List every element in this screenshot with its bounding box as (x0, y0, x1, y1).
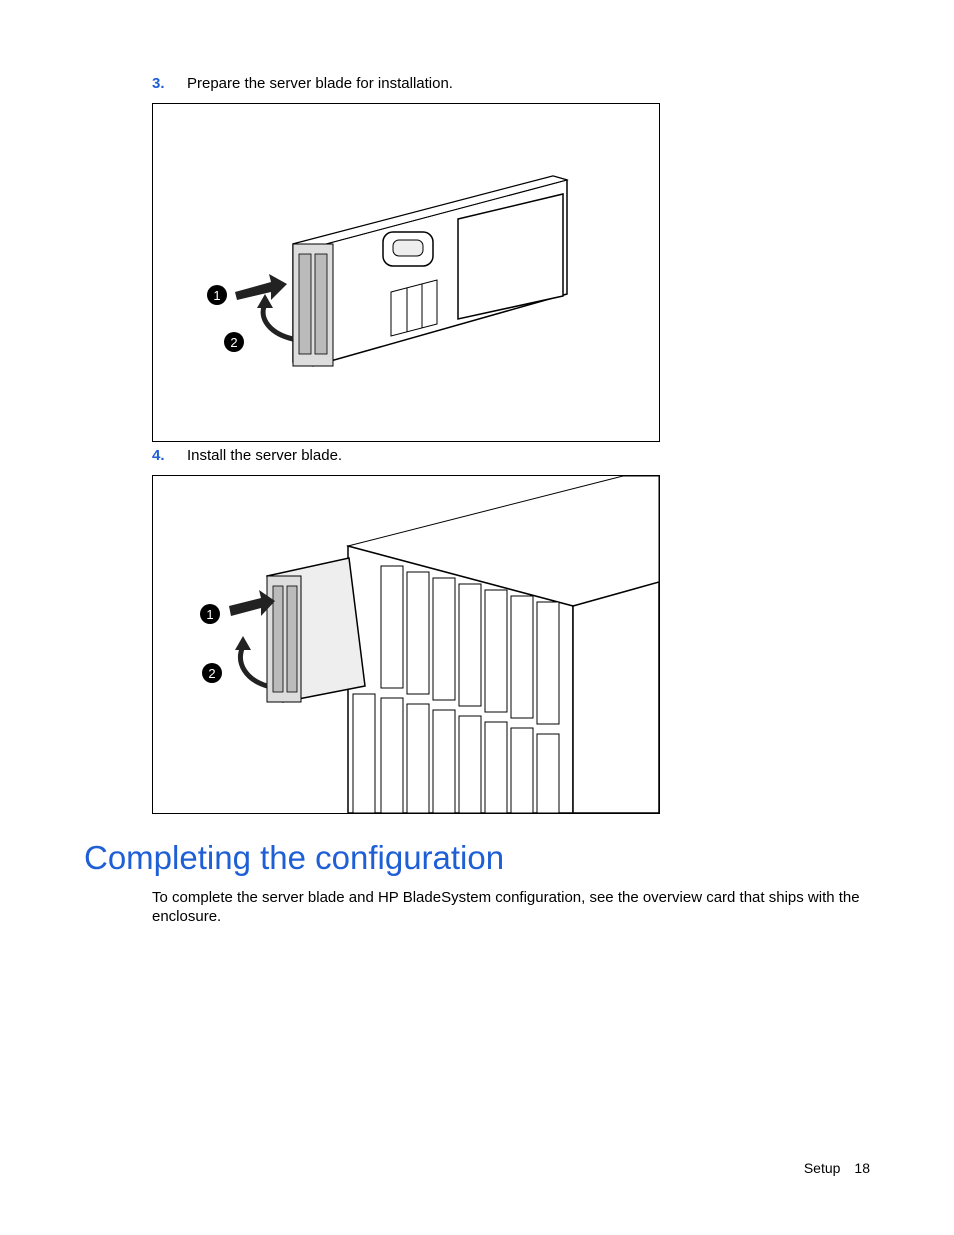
callout-1-label: 1 (213, 288, 220, 303)
callout-2-label: 2 (208, 666, 215, 681)
blade-illustration: 1 2 (207, 175, 569, 367)
page-number: 18 (854, 1160, 870, 1176)
callout-1-label: 1 (206, 607, 213, 622)
section-body: To complete the server blade and HP Blad… (152, 889, 860, 925)
footer-section: Setup (803, 1160, 841, 1176)
step-text: Install the server blade. (187, 447, 343, 464)
callout-1 (200, 604, 220, 624)
figure-install-blade: 1 2 (152, 475, 660, 814)
step-text: Prepare the server blade for installatio… (187, 75, 453, 92)
enclosure-illustration: 1 2 (200, 476, 659, 813)
page-footer: Setup 18 (804, 1159, 870, 1177)
section-title: Completing the configuration (84, 839, 505, 876)
step-number: 4. (152, 447, 165, 464)
figure-prepare-blade: 1 2 (152, 103, 660, 442)
callout-2-label: 2 (230, 335, 237, 350)
callout-2 (224, 332, 244, 352)
step-4: 4. Install the server blade. (152, 447, 342, 465)
step-3: 3. Prepare the server blade for installat… (152, 75, 453, 93)
step-number: 3. (152, 75, 165, 92)
callout-2 (202, 663, 222, 683)
callout-1 (207, 285, 227, 305)
